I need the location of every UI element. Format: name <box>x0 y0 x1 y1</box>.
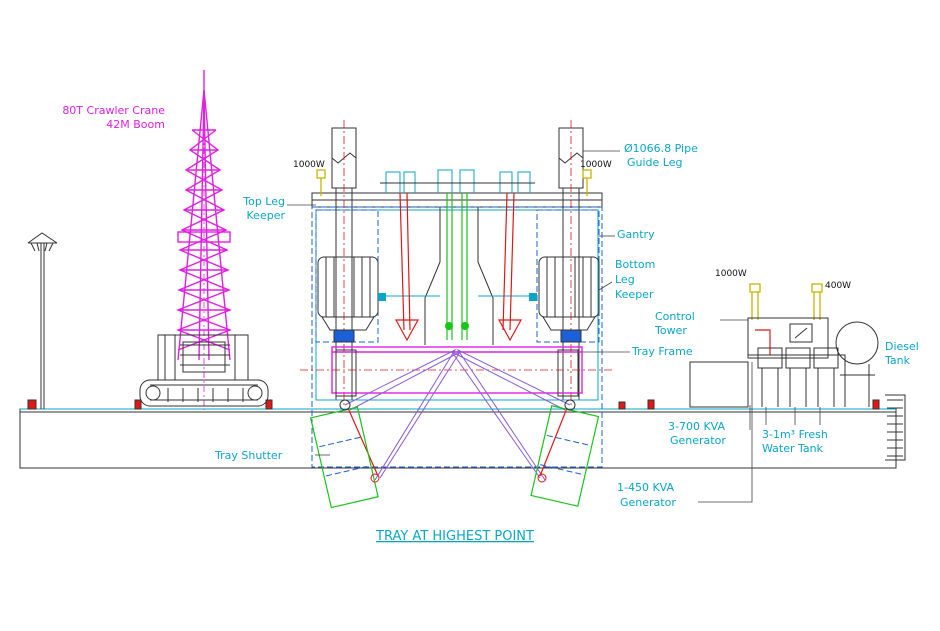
diesel-tank-label-line2: Tank <box>884 354 911 367</box>
crane-label-line2: 42M Boom <box>106 118 165 131</box>
gantry <box>311 169 603 468</box>
pipe-label-line2: Guide Leg <box>627 156 682 169</box>
bottom-keeper-label-line1: Bottom <box>615 258 655 271</box>
annotations: 80T Crawler Crane 42M Boom Ø1066.8 Pipe … <box>62 104 919 544</box>
control-tower-label-line2: Tower <box>654 324 687 337</box>
tray-frame <box>300 346 615 397</box>
tray-frame-label: Tray Frame <box>631 345 693 358</box>
diesel-tank-label-line1: Diesel <box>885 340 919 353</box>
gen700-label-line1: 3-700 KVA <box>668 420 725 433</box>
tray-shutter-label: Tray Shutter <box>214 449 283 462</box>
lamp-label-tower-right: 400W <box>825 281 851 291</box>
control-tower <box>747 283 829 359</box>
top-keeper-label-line2: Keeper <box>247 209 286 222</box>
pipe-label-line1: Ø1066.8 Pipe <box>624 142 698 155</box>
lamp-label-left: 1000W <box>293 160 325 170</box>
light-mast <box>27 232 58 409</box>
gen450-label-line1: 1-450 KVA <box>617 481 674 494</box>
diesel-tank <box>835 321 879 407</box>
work-lamps <box>316 169 592 196</box>
water-tank-label-line1: 3-1m³ Fresh <box>762 428 828 441</box>
tray-shutters <box>309 348 600 509</box>
lamp-label-tower-left: 1000W <box>715 269 747 279</box>
gantry-label: Gantry <box>617 228 655 241</box>
generator-700kva <box>689 354 846 408</box>
bottom-keeper-label-line2: Leg <box>615 273 635 286</box>
leader-lines <box>287 150 821 503</box>
water-tank-label-line2: Water Tank <box>762 442 824 455</box>
gen450-label-line2: Generator <box>620 496 676 509</box>
control-tower-label-line1: Control <box>655 310 695 323</box>
bottom-keeper-label-line3: Keeper <box>615 288 654 301</box>
top-keeper-label-line1: Top Leg <box>242 195 285 208</box>
crane-label-line1: 80T Crawler Crane <box>62 104 165 117</box>
gen700-label-line2: Generator <box>670 434 726 447</box>
fresh-water-tanks <box>757 347 839 407</box>
drawing-caption: TRAY AT HIGHEST POINT <box>375 529 534 544</box>
crawler-crane <box>139 70 269 410</box>
lamp-label-right: 1000W <box>580 160 612 170</box>
